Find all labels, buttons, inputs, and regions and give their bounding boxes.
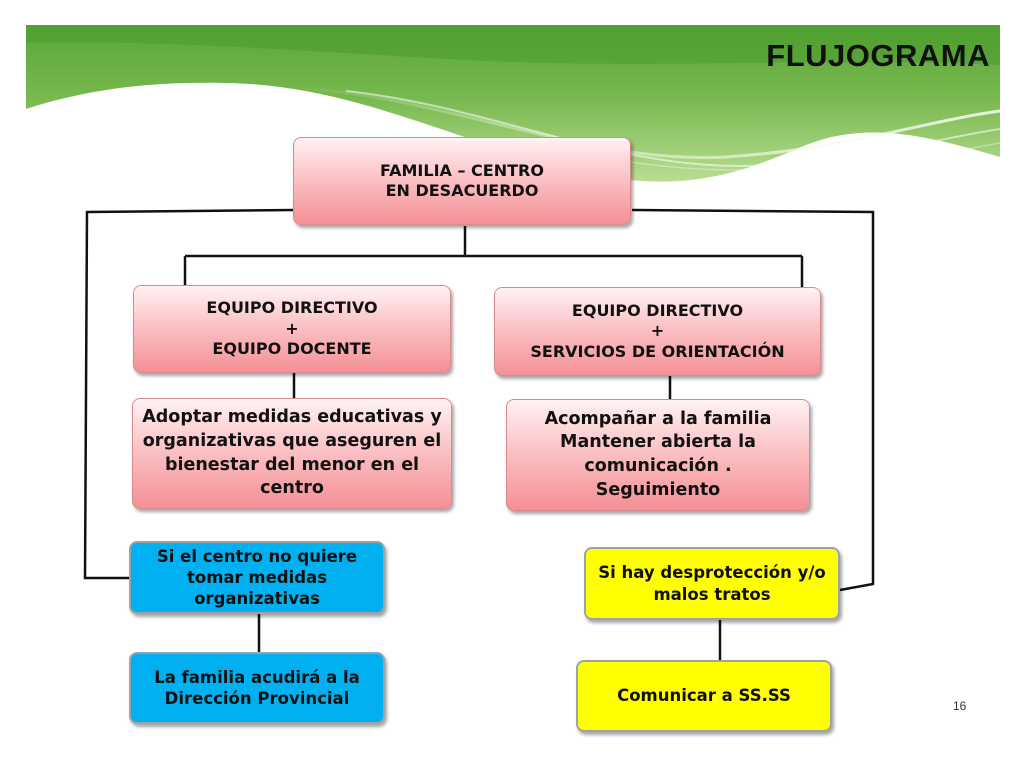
node-line: La familia acudirá a la	[154, 667, 360, 687]
node-line: Adoptar medidas educativas y	[142, 407, 442, 428]
node-line: Dirección Provincial	[164, 689, 350, 708]
node-line: malos tratos	[653, 584, 771, 604]
connector-root-left-loop	[83, 208, 295, 580]
header-wave-banner	[26, 25, 1000, 182]
node-management-guidance-services: EQUIPO DIRECTIVO + SERVICIOS DE ORIENTAC…	[494, 287, 821, 376]
slide-title: FLUJOGRAMA	[766, 38, 990, 73]
node-line: Seguimiento	[595, 479, 721, 500]
node-notify-social-services: Comunicar a SS.SS	[576, 660, 832, 732]
node-adopt-measures: Adoptar medidas educativas y organizativ…	[132, 398, 452, 509]
node-line: centro	[260, 478, 324, 499]
connector-root-right-loop	[631, 208, 875, 592]
node-line: Si hay desprotección y/o	[598, 563, 826, 583]
node-line: EN DESACUERDO	[385, 181, 539, 200]
node-line: EQUIPO DOCENTE	[212, 339, 372, 359]
node-line: SERVICIOS DE ORIENTACIÓN	[530, 341, 785, 361]
node-center-refuses-measures: Si el centro no quiere tomar medidas org…	[129, 541, 385, 614]
node-line: +	[285, 318, 299, 338]
node-line: comunicación .	[584, 456, 732, 476]
node-line: organizativas que aseguren el	[142, 430, 442, 451]
node-line: Comunicar a SS.SS	[617, 686, 791, 706]
node-line: FAMILIA – CENTRO	[380, 160, 544, 180]
node-accompany-family: Acompañar a la familia Mantener abierta …	[506, 399, 810, 511]
node-line: Mantener abierta la	[560, 432, 756, 453]
node-family-center-disagreement: FAMILIA – CENTRO EN DESACUERDO	[293, 137, 631, 225]
node-line: organizativas	[194, 589, 320, 609]
node-provincial-directorate: La familia acudirá a la Dirección Provin…	[129, 652, 385, 724]
node-line: bienestar del menor en el	[164, 454, 420, 475]
node-management-teaching-team: EQUIPO DIRECTIVO + EQUIPO DOCENTE	[133, 285, 451, 373]
page-number: 16	[953, 699, 967, 713]
node-line: tomar medidas	[186, 567, 328, 587]
node-line: EQUIPO DIRECTIVO	[206, 298, 378, 318]
node-neglect-or-abuse: Si hay desprotección y/o malos tratos	[584, 547, 840, 620]
node-line: +	[650, 321, 665, 341]
node-line: EQUIPO DIRECTIVO	[571, 300, 744, 320]
node-line: Acompañar a la familia	[544, 408, 772, 429]
node-line: Si el centro no quiere	[156, 546, 358, 566]
